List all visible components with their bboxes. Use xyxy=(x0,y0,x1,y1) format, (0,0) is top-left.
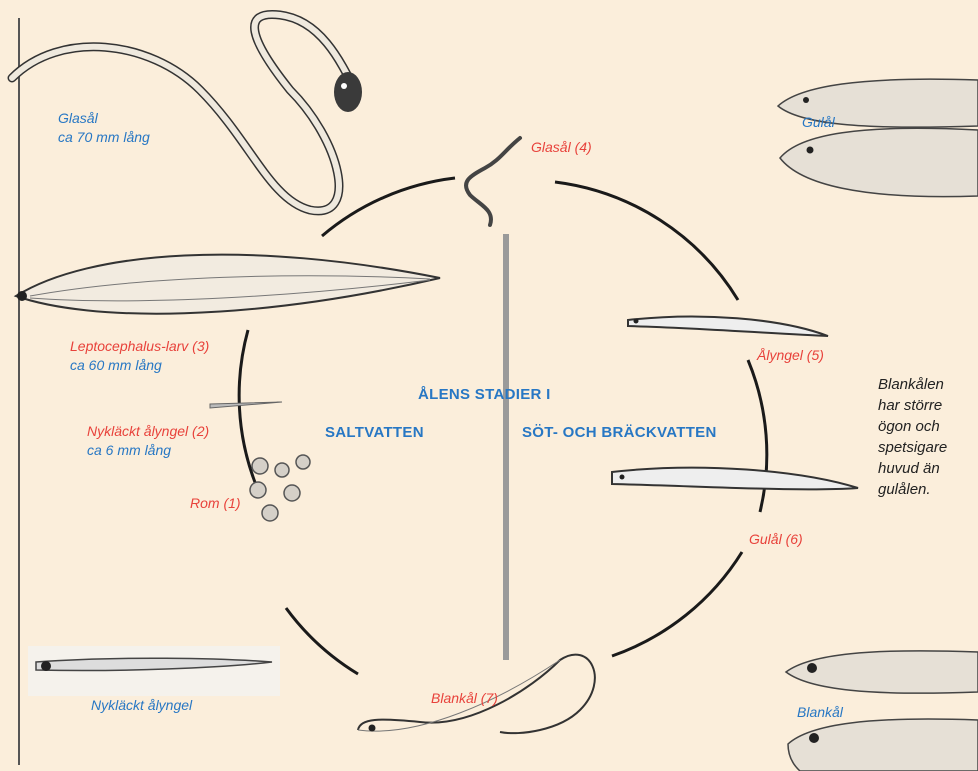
yellow-eel-illustration xyxy=(612,468,858,490)
label-leptocephalus-size: ca 60 mm lång xyxy=(70,356,162,374)
elver-illustration xyxy=(628,317,828,336)
glass-eel-small-illustration xyxy=(466,138,520,225)
roe-eggs xyxy=(250,455,310,521)
note-line-1: Blankålen xyxy=(878,375,944,395)
newly-hatched-larva-small xyxy=(210,402,282,408)
newly-hatched-larva-illustration xyxy=(28,646,280,696)
heading-fresh-brackish: SÖT- OCH BRÄCKVATTEN xyxy=(522,424,717,441)
label-roe: Rom (1) xyxy=(190,494,241,512)
note-line-3: ögon och xyxy=(878,417,940,437)
yellow-eel-heads-illustration xyxy=(778,79,978,196)
label-glass-eel-large-size: ca 70 mm lång xyxy=(58,128,150,146)
note-line-5: huvud än xyxy=(878,459,940,479)
label-glass-eel-large: Glasål xyxy=(58,109,98,127)
label-elver: Ålyngel (5) xyxy=(757,346,824,364)
label-silver-eel-side: Blankål xyxy=(797,703,843,721)
note-line-6: gulålen. xyxy=(878,480,931,500)
label-yellow-eel-6: Gulål (6) xyxy=(749,530,803,548)
label-silver-eel-7: Blankål (7) xyxy=(431,689,498,707)
label-newly-hatched-size: ca 6 mm lång xyxy=(87,441,171,459)
label-newly-hatched-bottom: Nykläckt ålyngel xyxy=(91,696,192,714)
heading-saltwater: SALTVATTEN xyxy=(325,424,424,441)
label-leptocephalus-larva: Leptocephalus-larv (3) xyxy=(70,337,209,355)
leptocephalus-larva-illustration xyxy=(16,255,440,314)
label-glass-eel-4: Glasål (4) xyxy=(531,138,592,156)
label-newly-hatched-2: Nykläckt ålyngel (2) xyxy=(87,422,209,440)
diagram-title: ÅLENS STADIER I xyxy=(418,386,551,403)
label-yellow-eel-side: Gulål xyxy=(802,113,835,131)
note-line-4: spetsigare xyxy=(878,438,947,458)
note-line-2: har större xyxy=(878,396,942,416)
